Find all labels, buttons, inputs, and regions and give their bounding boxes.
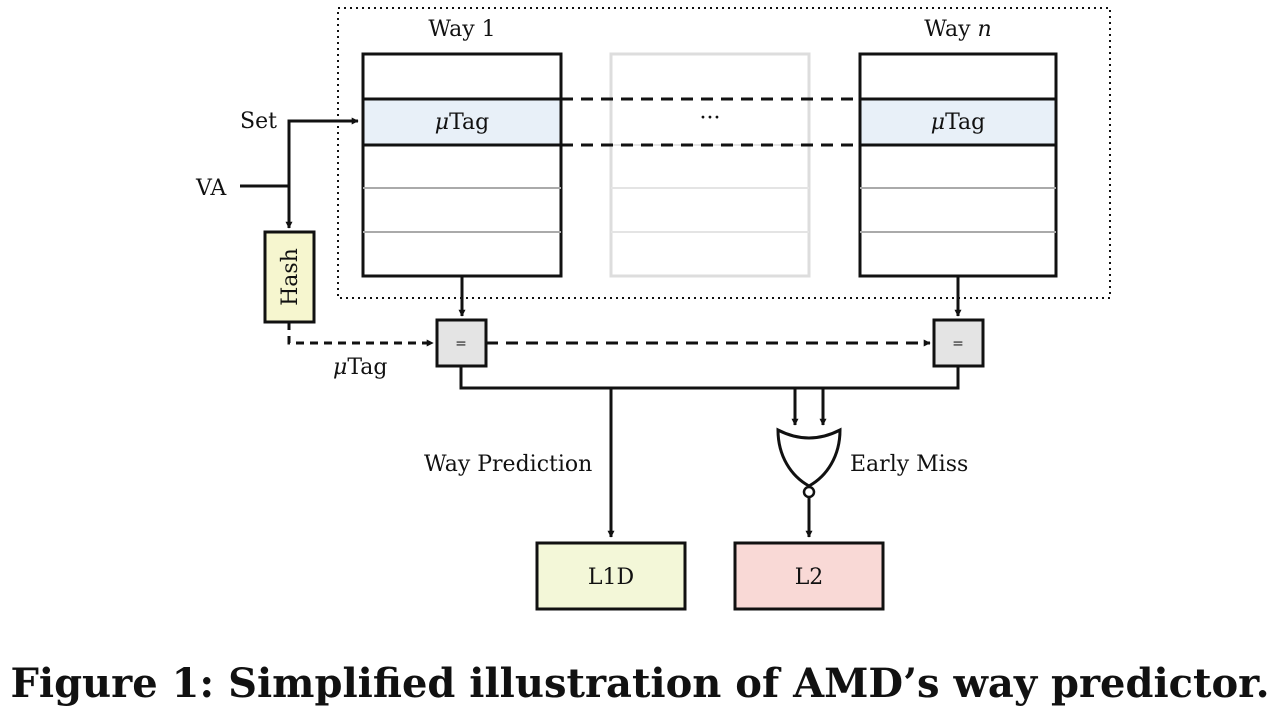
- middle-ways-faded: [609, 52, 811, 278]
- way-1-utag: μTag: [435, 110, 489, 135]
- nor-gate: [776, 427, 842, 488]
- hash-box: [263, 230, 316, 324]
- comparator-1: [435, 318, 488, 368]
- early-miss-label: Early Miss: [850, 452, 968, 477]
- l1d-label: L1D: [588, 565, 634, 590]
- figure-caption: Figure 1: Simplified illustration of AMD…: [10, 660, 1270, 707]
- comparator-n-label: =: [952, 336, 964, 352]
- set-arrow: [287, 117, 359, 186]
- way-1-label: Way 1: [428, 17, 495, 42]
- va-label: VA: [195, 176, 227, 201]
- hash-label: Hash: [278, 248, 303, 306]
- l1d-box: [535, 541, 687, 611]
- way-n-utag: μTag: [931, 110, 985, 135]
- hash-utag-dashed-arrow: [287, 322, 434, 347]
- way-prediction-label: Way Prediction: [424, 452, 592, 477]
- comparator-n: [932, 318, 985, 368]
- way-1-block: [361, 52, 563, 278]
- comparator-1-label: =: [455, 336, 467, 352]
- way-n-block: [858, 52, 1058, 278]
- l2-box: [733, 541, 885, 611]
- comparator-bus: [459, 366, 960, 390]
- ways-enclosure: [337, 7, 1111, 299]
- way-n-label: Way n: [924, 17, 991, 42]
- hash-utag-label: μTag: [333, 355, 387, 380]
- nor-gate-bubble: [802, 485, 816, 499]
- middle-ellipsis: ···: [700, 106, 721, 131]
- l2-label: L2: [795, 565, 824, 590]
- set-label: Set: [240, 109, 277, 134]
